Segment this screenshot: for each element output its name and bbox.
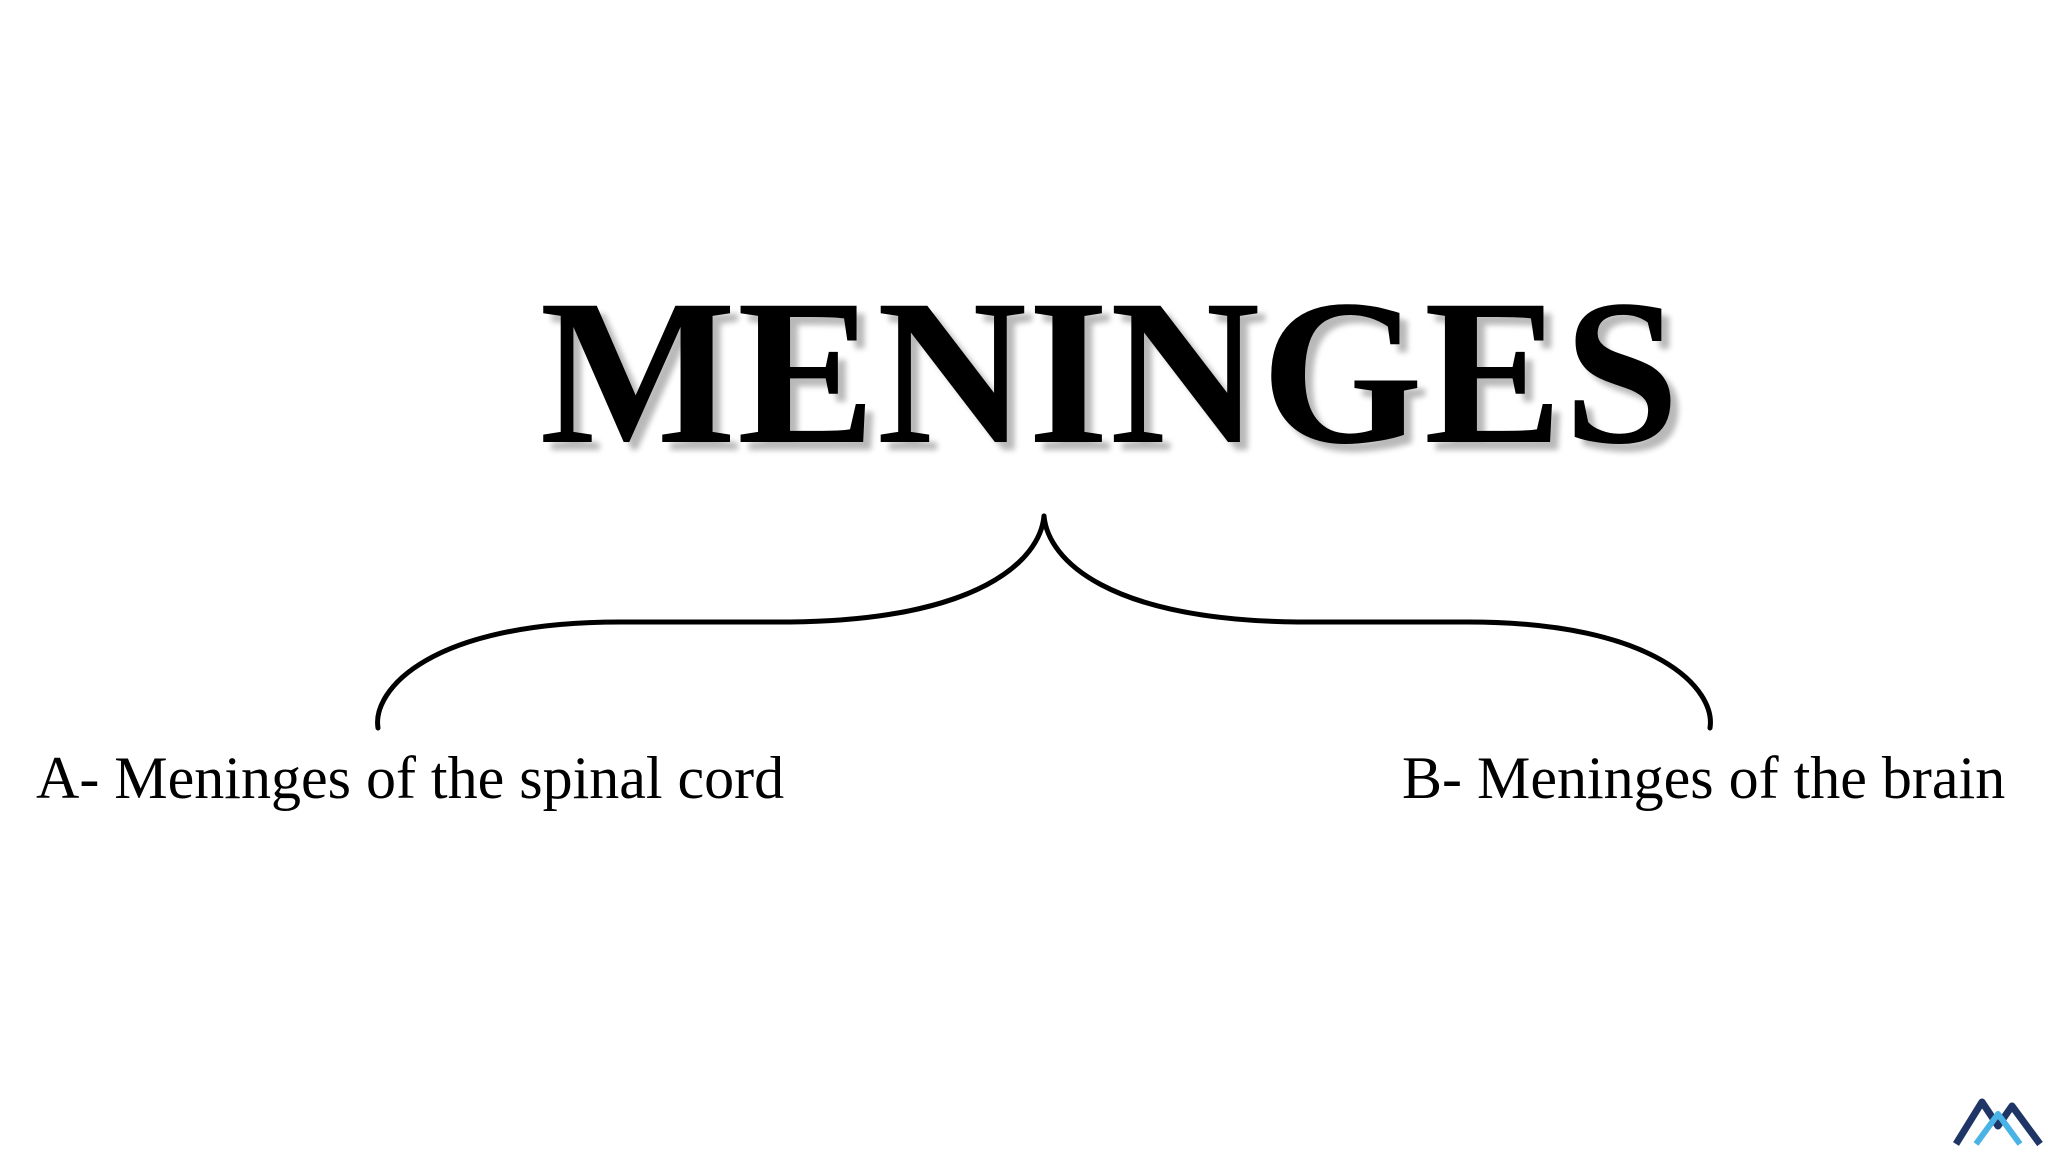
branch-spinal-cord: A- Meninges of the spinal cord: [36, 745, 785, 811]
branch-brain: B- Meninges of the brain: [1402, 745, 2006, 811]
mountain-logo-icon: [1953, 1098, 2043, 1147]
page-title: MENINGES: [539, 257, 1681, 487]
